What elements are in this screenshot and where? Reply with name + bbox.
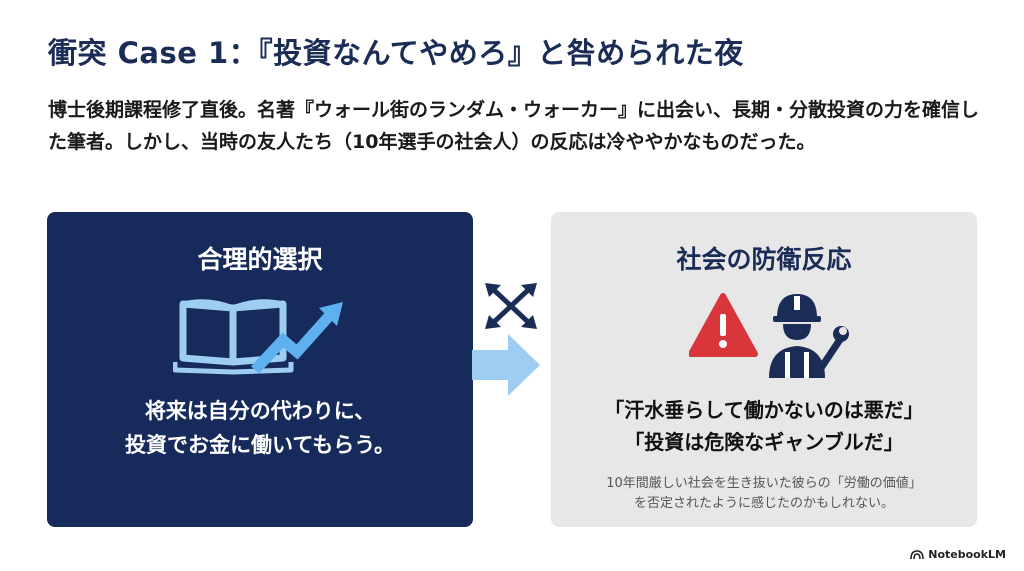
- rational-choice-title: 合理的選択: [197, 245, 323, 274]
- quotes-block: 「汗水垂らして働かないのは悪だ」 「投資は危険なギャンブルだ」: [551, 394, 977, 458]
- rational-choice-panel: 合理的選択 将来は自分の代わりに、 投資でお金に働いてもらう。: [47, 212, 473, 527]
- rational-choice-line-1: 将来は自分の代わりに、: [144, 399, 376, 423]
- rational-choice-line-2: 投資でお金に働いてもらう。: [124, 433, 396, 457]
- social-defense-panel: 社会の防衛反応 「汗水垂らして働かないのは悪だ」 「投資は危険なギャンブルだ」 …: [551, 212, 977, 527]
- note-line-1: 10年間厳しい社会を生き抜いた彼らの「労働の価値」: [606, 476, 922, 491]
- note-line-2: を否定されたように感じたのかもしれない。: [633, 496, 894, 511]
- book-growth-icon: [173, 299, 343, 375]
- notebooklm-logo-icon: [910, 549, 925, 559]
- social-defense-title: 社会の防衛反応: [676, 245, 852, 274]
- brand-label: NotebookLM: [928, 548, 1006, 561]
- warning-icon: [689, 293, 758, 357]
- worker-icon: [769, 294, 849, 378]
- quote-1: 「汗水垂らして働かないのは悪だ」: [604, 398, 924, 422]
- slide-title: 衝突 Case 1：『投資なんてやめろ』と咎められた夜: [48, 36, 744, 70]
- note-text: 10年間厳しい社会を生き抜いた彼らの「労働の価値」 を否定されたように感じたのか…: [551, 474, 977, 514]
- cross-arrows-icon: [485, 283, 537, 329]
- warning-worker-icons: [689, 293, 849, 378]
- rational-choice-text: 将来は自分の代わりに、 投資でお金に働いてもらう。: [47, 394, 473, 462]
- notebooklm-brand: NotebookLM: [910, 548, 1006, 561]
- intro-text: 博士後期課程修了直後。名著『ウォール街のランダム・ウォーカー』に出会い、長期・分…: [48, 99, 980, 153]
- right-arrow-icon: [472, 334, 540, 396]
- quote-2: 「投資は危険なギャンブルだ」: [624, 430, 904, 454]
